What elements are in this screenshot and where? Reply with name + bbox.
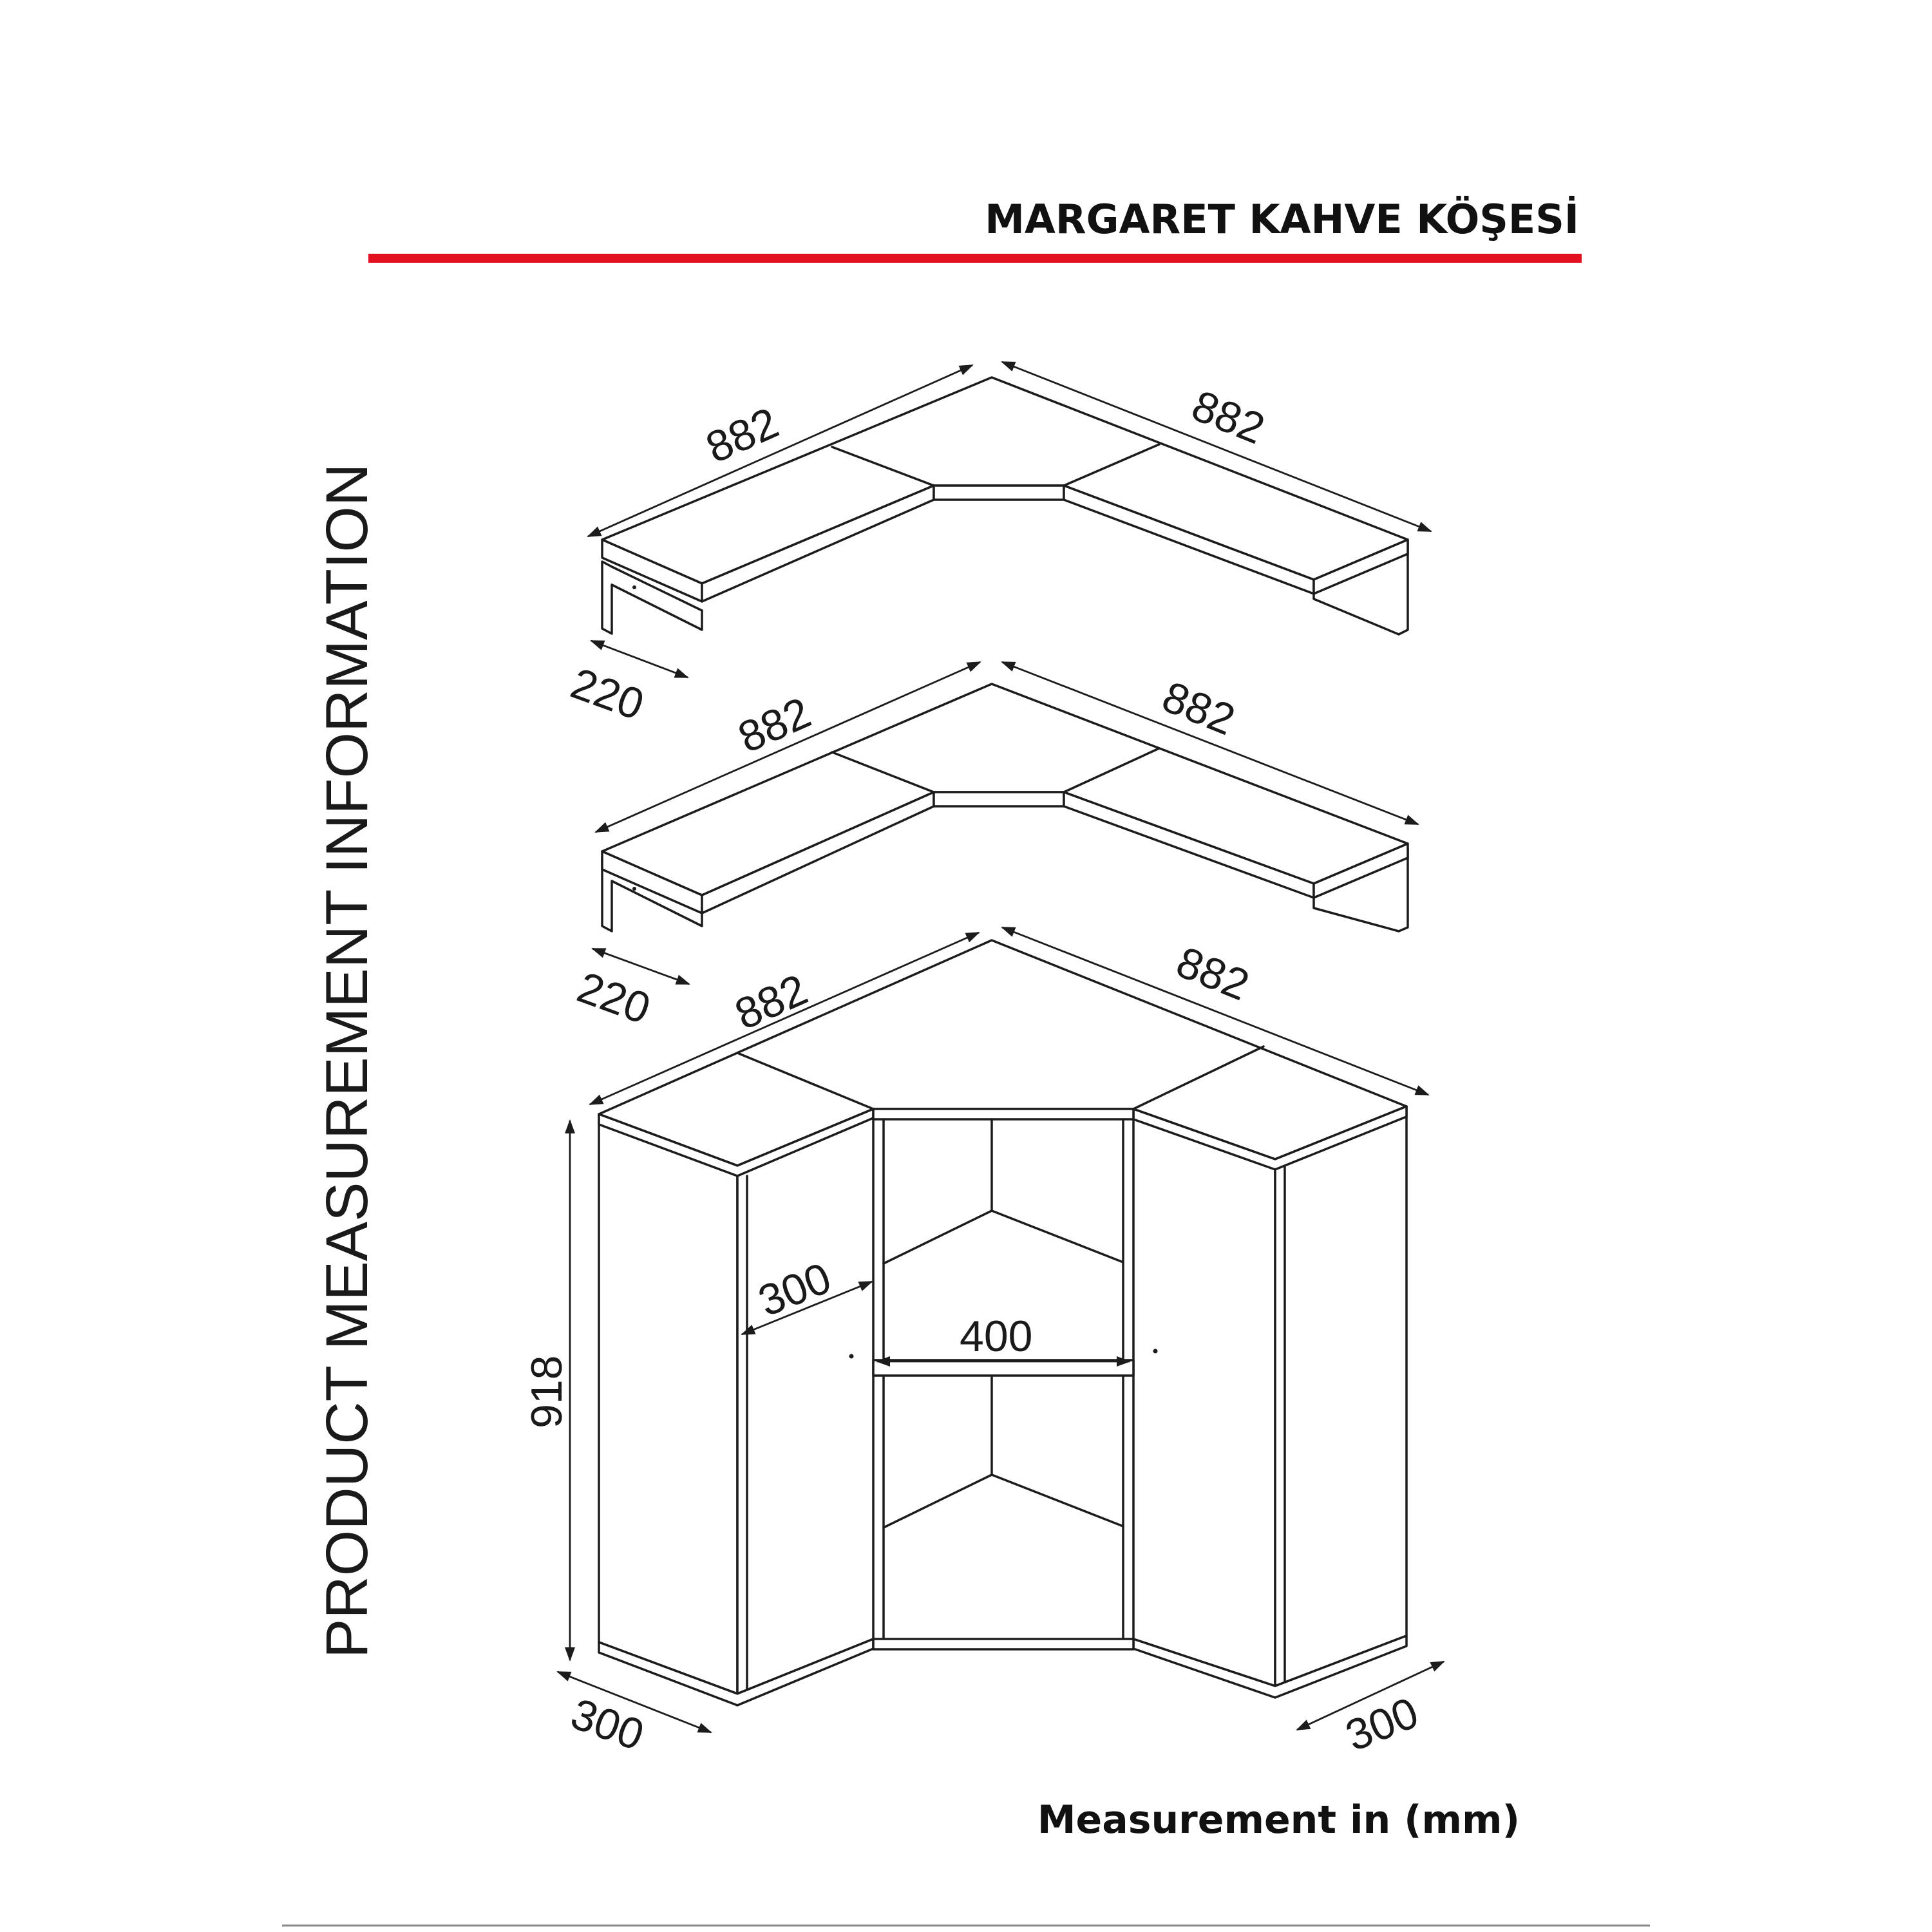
cabinet-inner-depth-dimension	[741, 1280, 873, 1336]
top-shelf: 882 882 220	[565, 361, 1432, 730]
cabinet-right-depth-dimension	[1296, 1660, 1445, 1731]
left-door-knob-icon	[849, 1354, 854, 1359]
middle-shelf-depth-label: 220	[571, 963, 657, 1034]
top-shelf-right-dimension	[1001, 361, 1432, 533]
top-shelf-left-width-label: 882	[699, 398, 786, 473]
cabinet-right-side-panel	[1274, 1105, 1408, 1687]
cabinet-middle-shelf	[872, 1359, 1135, 1377]
middle-shelf-corner-edge	[933, 791, 1065, 808]
middle-shelf-left-dimension	[594, 661, 981, 833]
top-shelf-surface	[601, 376, 1409, 585]
cabinet-left-door	[736, 1108, 875, 1695]
product-title: MARGARET KAHVE KÖŞESİ	[985, 196, 1579, 243]
header-rule	[368, 254, 1582, 263]
measurement-unit-note: Measurement in (mm)	[1037, 1797, 1520, 1842]
middle-shelf-right-dimension	[1001, 661, 1419, 826]
top-shelf-corner-edge	[933, 484, 1065, 501]
top-shelf-left-bracket	[601, 560, 703, 635]
middle-shelf-right-width-label: 882	[1155, 672, 1242, 744]
cabinet-middle-base	[872, 1638, 1135, 1651]
right-door-knob-icon	[1153, 1349, 1158, 1354]
cabinet-right-door	[1132, 1108, 1276, 1687]
cabinet-top-surface	[598, 939, 1408, 1167]
top-shelf-right-edge	[1312, 538, 1409, 595]
middle-shelf: 882 882 220	[571, 661, 1419, 1034]
cabinet-left-width-dimension	[589, 931, 980, 1106]
top-shelf-left-dimension	[587, 364, 974, 538]
cabinet-left-depth-dimension	[556, 1671, 712, 1734]
top-shelf-right-width-label: 882	[1185, 381, 1271, 453]
middle-shelf-right-edge	[1312, 842, 1409, 899]
cabinet-left-side-panel	[598, 1113, 739, 1695]
corner-cabinet: 882 882 918 300 400 300 300	[522, 926, 1445, 1761]
cabinet-right-width-dimension	[1001, 926, 1430, 1096]
cabinet-right-depth-label: 300	[1339, 1688, 1425, 1761]
middle-shelf-surface	[601, 683, 1409, 896]
cabinet-middle-top-edge	[872, 1108, 1135, 1121]
side-title: PRODUCT MEASUREMENT INFORMATION	[314, 464, 380, 1658]
cabinet-left-depth-label: 300	[565, 1689, 650, 1760]
cabinet-height-label: 918	[522, 1356, 571, 1428]
top-shelf-depth-label: 220	[565, 659, 650, 730]
middle-shelf-left-width-label: 882	[731, 688, 818, 762]
cabinet-opening-label: 400	[960, 1312, 1032, 1361]
